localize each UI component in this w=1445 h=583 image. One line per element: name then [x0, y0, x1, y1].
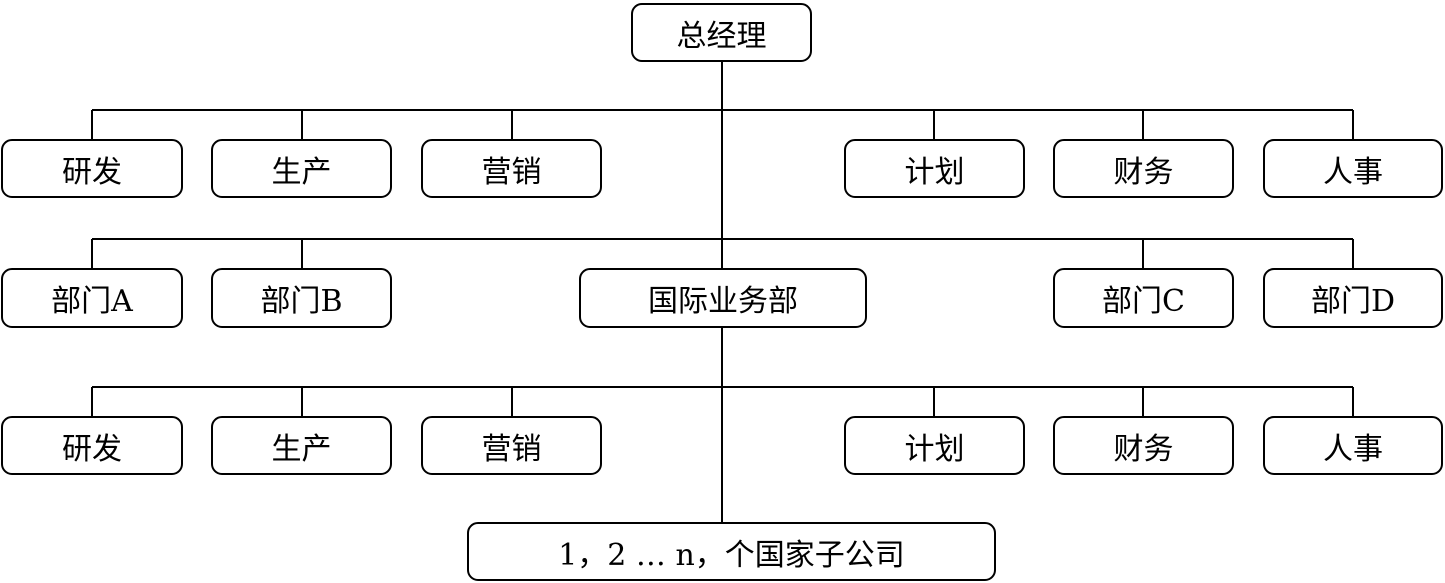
node-general-manager: 总经理	[631, 3, 812, 62]
node-intl-marketing: 营销	[421, 416, 602, 475]
node-intl-hr: 人事	[1263, 416, 1443, 475]
node-hr: 人事	[1263, 139, 1443, 198]
node-planning: 计划	[844, 139, 1025, 198]
node-marketing: 营销	[421, 139, 602, 198]
node-dept-d: 部门D	[1263, 268, 1443, 328]
node-intl-finance: 财务	[1053, 416, 1234, 475]
node-rnd: 研发	[1, 139, 183, 198]
node-intl-rnd: 研发	[1, 416, 183, 475]
node-finance: 财务	[1053, 139, 1234, 198]
node-country-subsidiaries: 1，2 … n，个国家子公司	[467, 522, 996, 581]
node-dept-b: 部门B	[211, 268, 392, 328]
node-dept-a: 部门A	[1, 268, 183, 328]
node-intl-planning: 计划	[844, 416, 1025, 475]
node-production: 生产	[211, 139, 392, 198]
node-dept-c: 部门C	[1053, 268, 1234, 328]
node-international-business: 国际业务部	[579, 268, 867, 328]
node-intl-production: 生产	[211, 416, 392, 475]
